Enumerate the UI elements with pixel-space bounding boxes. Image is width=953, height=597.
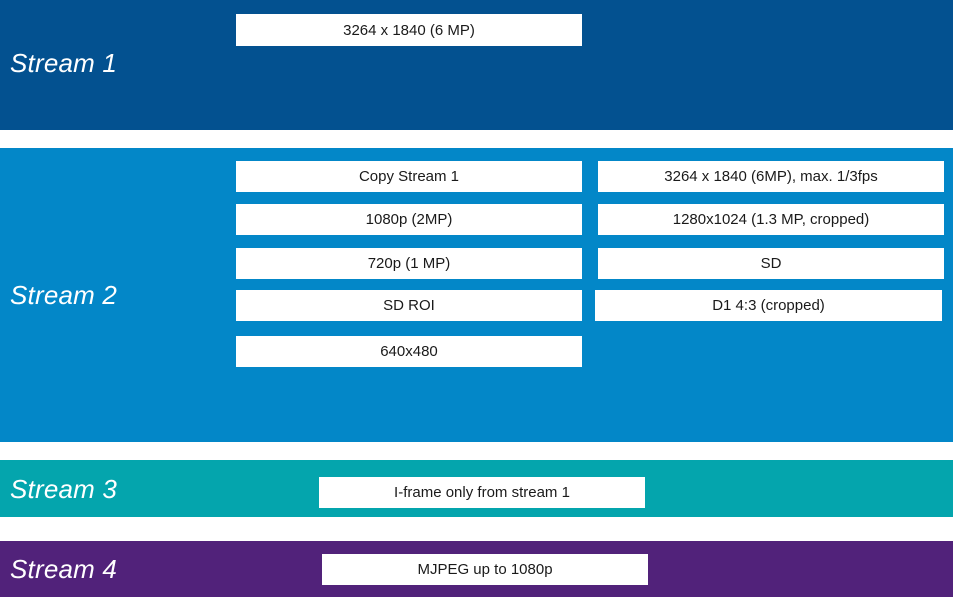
stream-2-option-d1: D1 4:3 (cropped) [595,290,942,321]
stream-1-option-6mp: 3264 x 1840 (6 MP) [236,14,582,46]
stream-2-option-6mp-max: 3264 x 1840 (6MP), max. 1/3fps [598,161,944,192]
stream-1-title: Stream 1 [10,48,118,78]
stream-2-title: Stream 2 [10,280,118,310]
stream-2-option-1280x1024: 1280x1024 (1.3 MP, cropped) [598,204,944,235]
stream-2-option-720p: 720p (1 MP) [236,248,582,279]
stream-2-option-sd-roi: SD ROI [236,290,582,321]
stream-2-band: Stream 2 Copy Stream 1 3264 x 1840 (6MP)… [0,148,953,442]
stream-4-title: Stream 4 [10,554,118,584]
stream-1-band: Stream 1 3264 x 1840 (6 MP) [0,0,953,130]
stream-2-option-640x480: 640x480 [236,336,582,367]
stream-4-band: Stream 4 MJPEG up to 1080p [0,541,953,597]
stream-3-option-iframe: I-frame only from stream 1 [319,477,645,508]
stream-3-title: Stream 3 [10,474,118,504]
stream-3-band: Stream 3 I-frame only from stream 1 [0,460,953,517]
stream-2-option-sd: SD [598,248,944,279]
stream-2-option-1080p: 1080p (2MP) [236,204,582,235]
stream-4-option-mjpeg: MJPEG up to 1080p [322,554,648,585]
stream-2-option-copy-stream-1: Copy Stream 1 [236,161,582,192]
